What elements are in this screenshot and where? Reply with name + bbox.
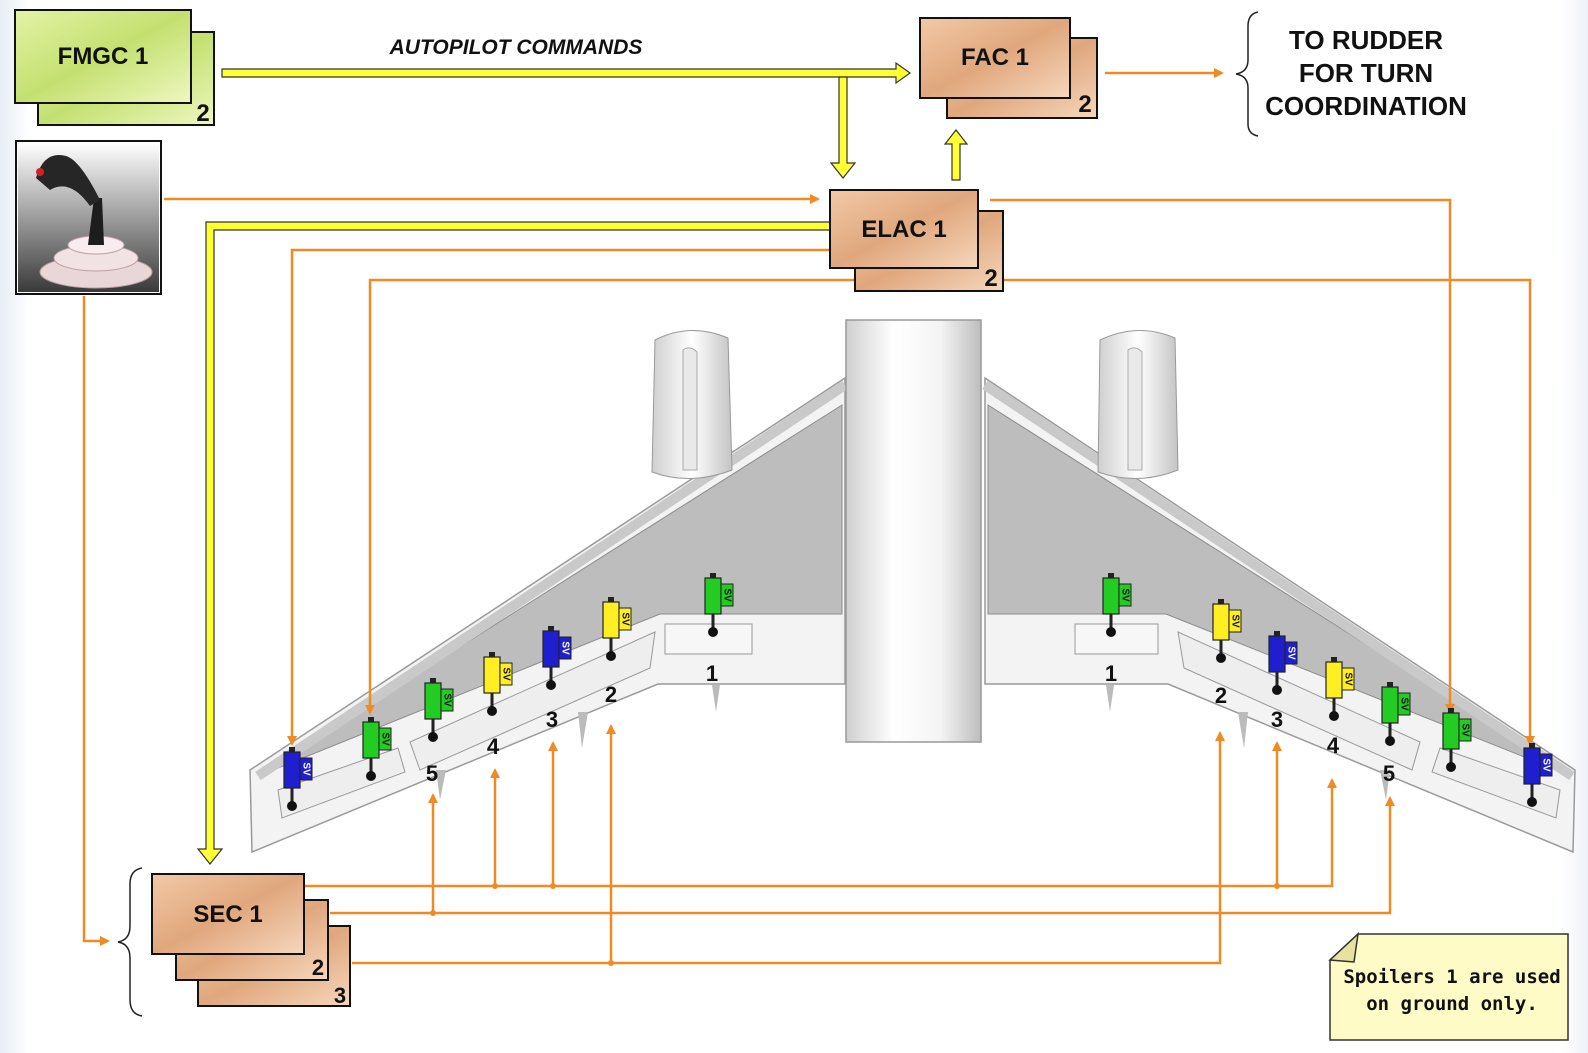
sv-label: SV bbox=[1459, 723, 1470, 737]
left-spoiler-number-4: 4 bbox=[487, 734, 500, 759]
note-line-2: on ground only. bbox=[1366, 993, 1538, 1015]
sv-label: SV bbox=[1285, 646, 1296, 660]
right-spoiler-number-5: 5 bbox=[1383, 761, 1395, 786]
spoilers-note: Spoilers 1 are used on ground only. bbox=[1330, 934, 1568, 1040]
sv-label: SV bbox=[1540, 758, 1551, 772]
left-spoiler-number-5: 5 bbox=[426, 761, 438, 786]
rudder-text-line-2: FOR TURN bbox=[1299, 58, 1433, 88]
fmgc-second-unit: 2 bbox=[196, 100, 209, 127]
elac-second-unit: 2 bbox=[984, 265, 997, 292]
right-spoiler-number-3: 3 bbox=[1271, 707, 1283, 732]
sv-label: SV bbox=[1229, 614, 1240, 628]
right-spoiler-number-4: 4 bbox=[1327, 733, 1340, 758]
sec-computer: SEC 1 2 3 bbox=[152, 874, 350, 1008]
sv-label: SV bbox=[500, 667, 511, 681]
autopilot-commands-label: AUTOPILOT COMMANDS bbox=[389, 36, 643, 59]
sec-brace bbox=[118, 868, 142, 1016]
sv-label: SV bbox=[441, 693, 452, 707]
sidestick-image bbox=[16, 141, 161, 294]
rudder-text-line-3: COORDINATION bbox=[1265, 91, 1467, 121]
left-engine bbox=[652, 330, 732, 478]
sv-label: SV bbox=[1342, 672, 1353, 686]
note-line-1: Spoilers 1 are used bbox=[1343, 966, 1560, 988]
sv-label: SV bbox=[300, 762, 311, 776]
sec-third-unit: 3 bbox=[334, 983, 346, 1008]
sv-label: SV bbox=[721, 588, 732, 602]
rudder-brace bbox=[1236, 12, 1258, 136]
left-spoiler-number-1: 1 bbox=[706, 661, 718, 686]
sv-label: SV bbox=[1398, 697, 1409, 711]
sv-label: SV bbox=[559, 641, 570, 655]
fac-second-unit: 2 bbox=[1078, 91, 1091, 118]
aircraft bbox=[250, 320, 1575, 852]
sec-second-unit: 2 bbox=[312, 955, 324, 980]
fac-label: FAC 1 bbox=[961, 44, 1029, 71]
rudder-text-line-1: TO RUDDER bbox=[1289, 25, 1443, 55]
right-spoiler-number-1: 1 bbox=[1105, 661, 1117, 686]
fac-computer: FAC 1 2 bbox=[920, 18, 1097, 118]
elac-computer: ELAC 1 2 bbox=[830, 190, 1003, 292]
fmgc-computer: FMGC 1 2 bbox=[15, 10, 214, 127]
left-spoiler-number-3: 3 bbox=[546, 707, 558, 732]
sv-label: SV bbox=[1119, 588, 1130, 602]
right-spoiler-number-2: 2 bbox=[1215, 683, 1227, 708]
fuselage bbox=[846, 320, 981, 742]
elac-label: ELAC 1 bbox=[861, 216, 946, 243]
right-engine bbox=[1098, 330, 1178, 478]
sec-label: SEC 1 bbox=[193, 901, 262, 928]
left-spoiler-number-2: 2 bbox=[605, 682, 617, 707]
fmgc-label: FMGC 1 bbox=[58, 43, 149, 70]
sv-label: SV bbox=[379, 732, 390, 746]
sv-label: SV bbox=[619, 612, 630, 626]
